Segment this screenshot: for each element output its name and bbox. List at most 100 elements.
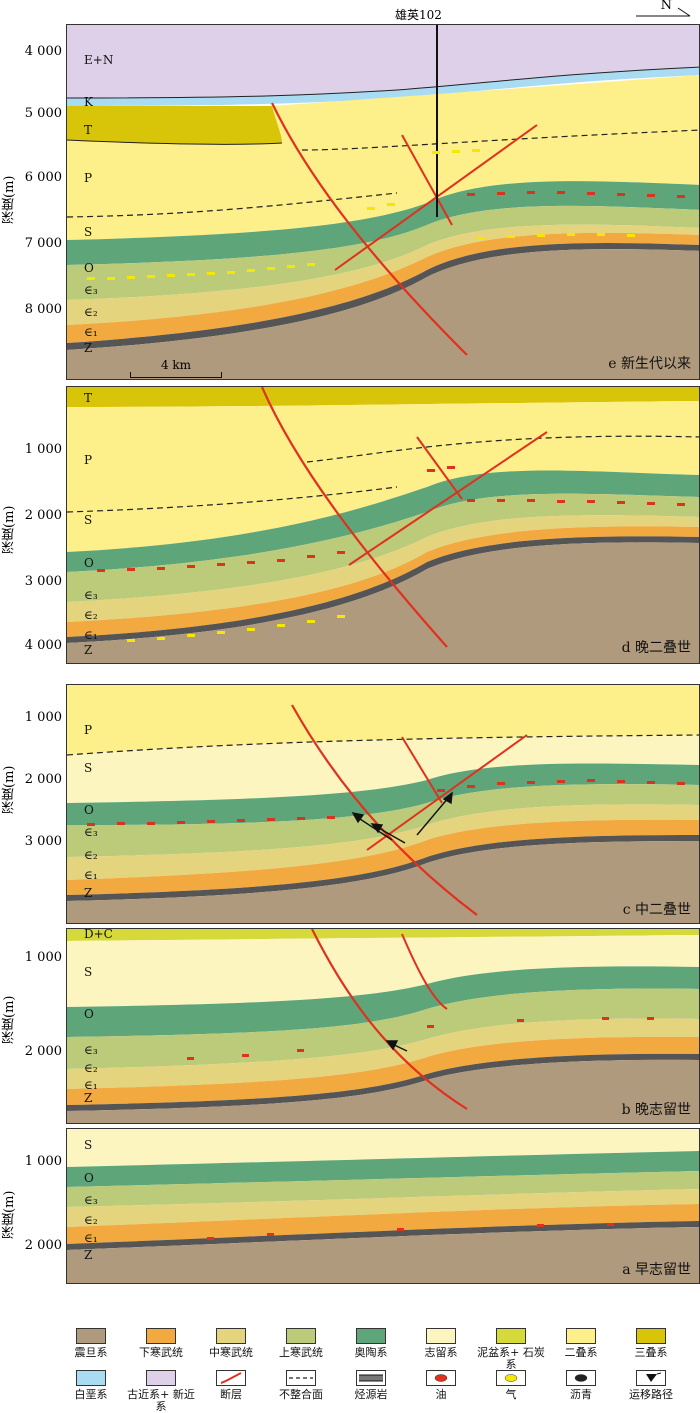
y-tick-d-3: 4 000 <box>24 638 62 653</box>
legend-label: 奥陶系 <box>354 1346 388 1359</box>
y-axis-label-d: 深度(m) <box>2 505 17 555</box>
y-axis-label-a: 深度(m) <box>2 1190 17 1240</box>
strata-label-a-2: ∈₃ <box>84 1193 98 1207</box>
y-tick-d-0: 1 000 <box>24 442 62 457</box>
y-tick-a-0: 1 000 <box>24 1154 62 1169</box>
legend-swatch <box>356 1370 386 1386</box>
legend-item: 烃源岩 <box>336 1370 406 1401</box>
legend-swatch <box>286 1370 316 1386</box>
legend-swatch <box>636 1328 666 1344</box>
panel-title-e: e 新生代以来 <box>608 356 691 372</box>
legend-item: 奥陶系 <box>336 1328 406 1359</box>
strata-label-b-1: S <box>84 965 93 979</box>
legend-label: 白垩系 <box>74 1388 108 1401</box>
legend-label: 油 <box>435 1388 447 1401</box>
strata-label-b-4: ∈₂ <box>84 1061 98 1075</box>
strata-label-c-3: ∈₃ <box>84 825 98 839</box>
north-arrow: N <box>634 0 694 26</box>
strata-label-d-3: O <box>84 556 94 570</box>
strata-label-c-5: ∈₁ <box>84 868 98 882</box>
legend-swatch <box>76 1328 106 1344</box>
legend-label: 下寒武统 <box>139 1346 183 1359</box>
strata-label-e-9: Z <box>84 341 93 355</box>
legend-label: 中寒武统 <box>209 1346 253 1359</box>
legend-label: 三叠系 <box>634 1346 668 1359</box>
legend-item: 下寒武统 <box>126 1328 196 1359</box>
legend-label: 沥青 <box>570 1388 592 1401</box>
panel-e: e 新生代以来 <box>66 24 700 380</box>
panel-b: b 晚志留世 <box>66 928 700 1124</box>
strata-label-a-1: O <box>84 1171 94 1185</box>
legend-item: 油 <box>406 1370 476 1401</box>
y-tick-c-1: 2 000 <box>24 772 62 787</box>
strata-label-e-6: ∈₃ <box>84 283 98 297</box>
legend-label: 运移路径 <box>629 1388 673 1401</box>
legend-item: 上寒武统 <box>266 1328 336 1359</box>
strata-label-d-7: Z <box>84 643 93 657</box>
well-label: 雄英102 <box>395 8 442 22</box>
strata-label-b-5: ∈₁ <box>84 1078 98 1092</box>
legend-swatch <box>146 1370 176 1386</box>
strata-label-d-1: P <box>84 453 93 467</box>
legend-item: 二叠系 <box>546 1328 616 1359</box>
legend-swatch <box>636 1370 666 1386</box>
strata-label-a-4: ∈₁ <box>84 1231 98 1245</box>
legend-label: 断层 <box>220 1388 242 1401</box>
y-tick-d-1: 2 000 <box>24 508 62 523</box>
strata-label-e-4: S <box>84 225 93 239</box>
legend-item: 气 <box>476 1370 546 1401</box>
legend-swatch <box>566 1370 596 1386</box>
legend-label: 泥盆系+ 石炭系 <box>477 1346 545 1371</box>
strata-label-d-5: ∈₂ <box>84 608 98 622</box>
y-tick-c-2: 3 000 <box>24 834 62 849</box>
legend-label: 烃源岩 <box>354 1388 388 1401</box>
panel-d: d 晚二叠世 <box>66 386 700 664</box>
legend-swatch <box>496 1370 526 1386</box>
panel-title-c: c 中二叠世 <box>622 902 691 918</box>
strata-label-c-6: Z <box>84 886 93 900</box>
legend-item: 志留系 <box>406 1328 476 1359</box>
y-tick-e-3: 7 000 <box>24 236 62 251</box>
section-a <box>67 1129 699 1283</box>
strata-label-c-0: P <box>84 723 93 737</box>
y-tick-a-1: 2 000 <box>24 1238 62 1253</box>
legend-swatch <box>426 1328 456 1344</box>
y-axis-label-e: 深度(m) <box>2 175 17 225</box>
legend-swatch <box>216 1370 246 1386</box>
legend-label: 古近系+ 新近系 <box>127 1388 195 1413</box>
section-b <box>67 929 699 1123</box>
strata-label-e-1: K <box>84 95 93 109</box>
strata-label-e-8: ∈₁ <box>84 325 98 339</box>
strata-label-d-0: T <box>84 391 93 405</box>
y-tick-e-0: 4 000 <box>24 44 62 59</box>
north-label: N <box>660 0 672 13</box>
strata-label-b-2: O <box>84 1007 94 1021</box>
y-tick-b-0: 1 000 <box>24 950 62 965</box>
legend-label: 气 <box>505 1388 517 1401</box>
legend-item: 震旦系 <box>56 1328 126 1359</box>
legend-swatch <box>356 1328 386 1344</box>
strata-label-a-3: ∈₂ <box>84 1213 98 1227</box>
legend-swatch <box>76 1370 106 1386</box>
legend-swatch <box>146 1328 176 1344</box>
y-axis-label-c: 深度(m) <box>2 765 17 815</box>
strata-label-e-0: E+N <box>84 53 114 67</box>
strata-label-e-7: ∈₂ <box>84 305 98 319</box>
legend-label: 上寒武统 <box>279 1346 323 1359</box>
strata-label-a-5: Z <box>84 1248 93 1262</box>
strata-label-d-4: ∈₃ <box>84 588 98 602</box>
strata-label-b-3: ∈₃ <box>84 1043 98 1057</box>
panel-c: c 中二叠世 <box>66 684 700 924</box>
y-tick-e-4: 8 000 <box>24 302 62 317</box>
legend-swatch <box>566 1328 596 1344</box>
legend-label: 震旦系 <box>74 1346 108 1359</box>
strata-label-e-5: O <box>84 261 94 275</box>
legend-swatch <box>286 1328 316 1344</box>
y-tick-e-2: 6 000 <box>24 170 62 185</box>
legend-swatch <box>216 1328 246 1344</box>
legend-item: 三叠系 <box>616 1328 686 1359</box>
panel-title-d: d 晚二叠世 <box>621 640 691 656</box>
legend-swatch <box>426 1370 456 1386</box>
strata-label-c-1: S <box>84 761 93 775</box>
panel-title-b: b 晚志留世 <box>621 1102 691 1118</box>
